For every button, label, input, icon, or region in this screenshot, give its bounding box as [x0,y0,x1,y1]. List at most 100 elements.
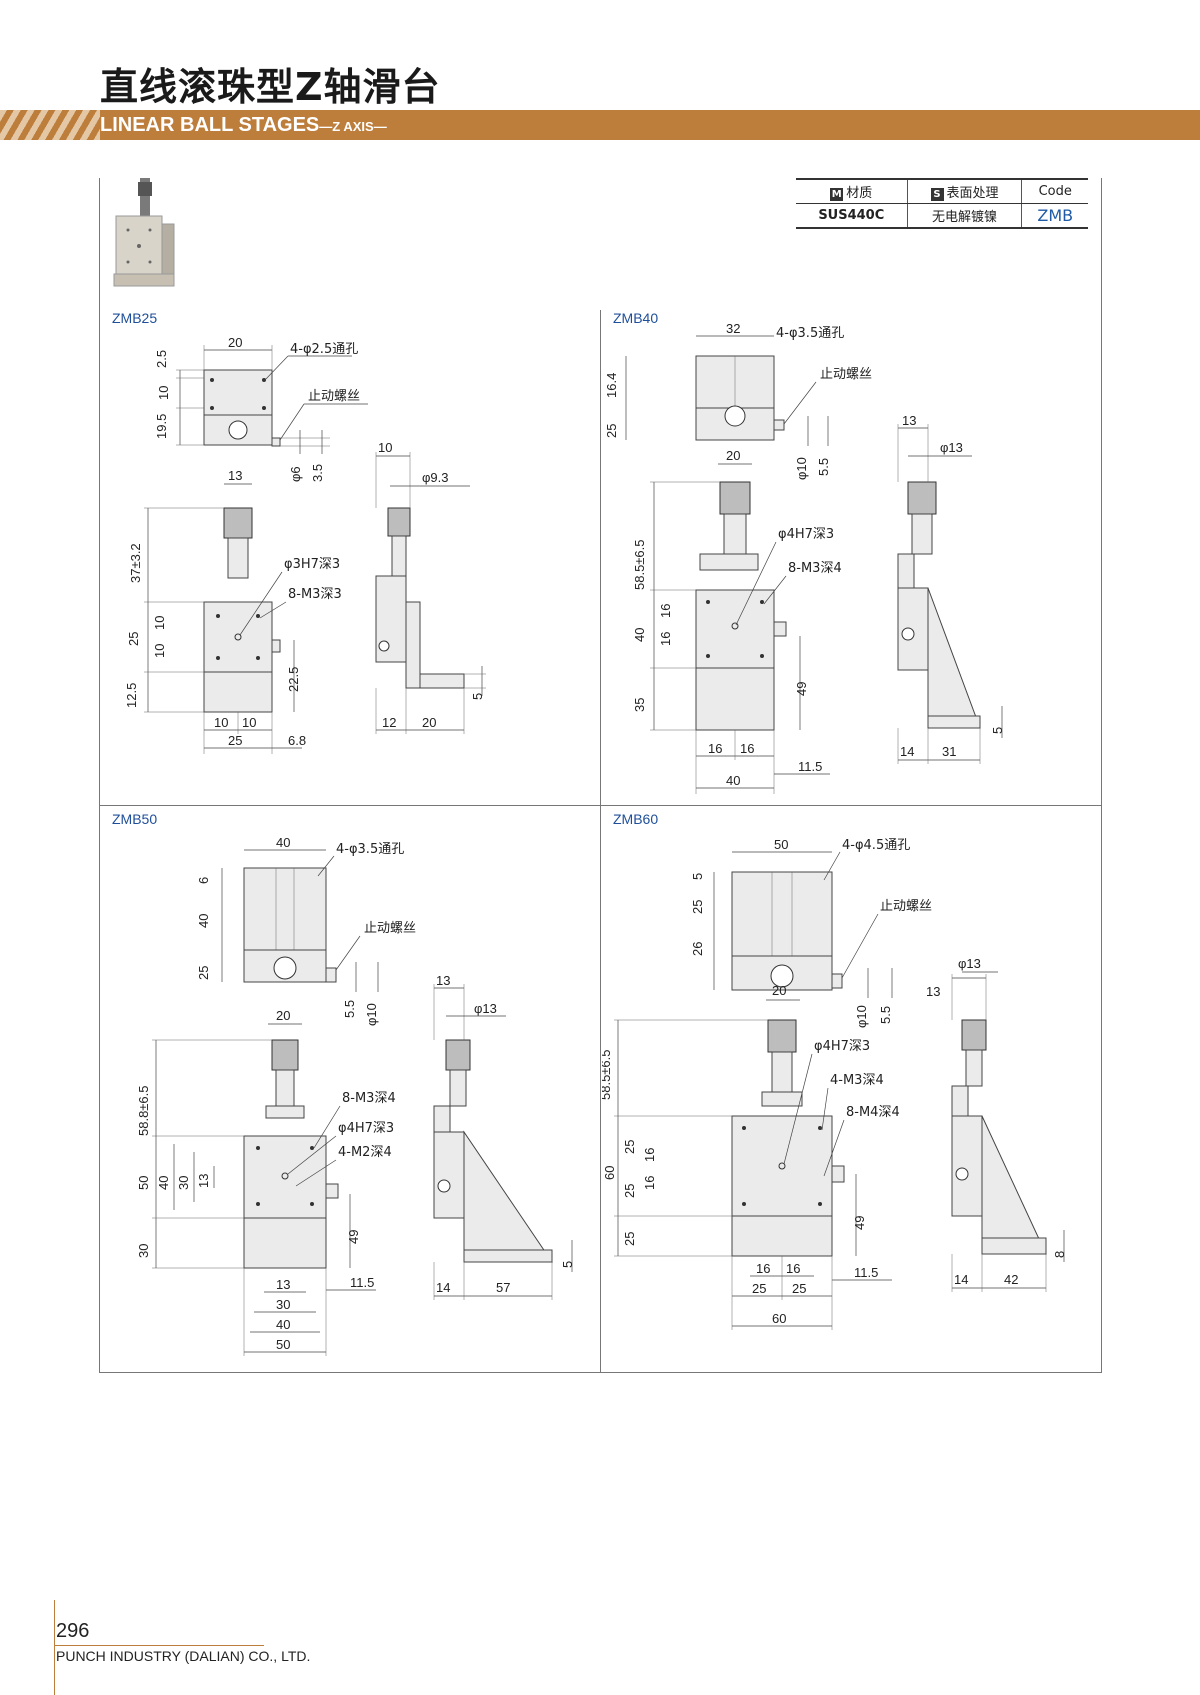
zmb60-dim-2: 25 [690,900,705,914]
model-label-zmb40: ZMB40 [613,310,659,326]
zmb60-dim-18: 16 [786,1261,800,1276]
spec-material: SUS440C [796,203,908,229]
zmb60-tap2: 8-M4深4 [846,1105,900,1120]
banner-stripes [0,110,100,140]
zmb50-dim-3: 25 [196,966,211,980]
spec-header-surface-label: 表面处理 [946,186,999,201]
spec-header-code: Code [1021,178,1088,204]
zmb50-dim-2: 40 [196,914,211,928]
zmb25-dim-18: 6.8 [288,733,306,748]
spec-header-material-label: 材质 [846,186,873,201]
zmb50-dim-11: 40 [156,1176,171,1190]
zmb25-dim-8: 13 [228,468,242,483]
page-title: 直线滚珠型Z轴滑台 [100,65,441,109]
zmb60-dim-8: 20 [772,983,786,998]
zmb50-dim-12: 30 [176,1176,191,1190]
zmb50-dim-22: 14 [436,1280,450,1295]
zmb40-hole-note: 4-φ3.5通孔 [776,326,844,341]
zmb25-dim-4: φ6 [288,466,303,482]
zmb40-dim-9: 40 [632,628,647,642]
badge-m-icon: M [830,188,844,201]
zmb60-hole2: φ4H7深3 [814,1039,870,1054]
zmb25-dim-20: 12 [382,715,396,730]
footer-hline [54,1645,264,1646]
zmb60-dim-3: 26 [690,942,705,956]
drawing-zmb50: 40 4-φ3.5通孔 止动螺丝 6 40 25 5.5 φ10 20 8-M3… [136,835,575,1356]
product-photo [113,178,175,287]
zmb60-dim-23: 8 [1052,1251,1067,1258]
frame-divider [99,805,1102,806]
zmb40-dim-12: 35 [632,698,647,712]
model-label-zmb25: ZMB25 [112,310,158,326]
banner-title-sub: —Z AXIS— [319,119,387,134]
zmb50-dim-0: 40 [276,835,290,850]
zmb50-dim-19: 40 [276,1317,290,1332]
zmb25-dim-17: 25 [228,733,242,748]
zmb25-dim-15: 10 [214,715,228,730]
zmb60-dim-13: 16 [642,1176,657,1190]
zmb50-micrometer-knob-icon [271,1039,299,1071]
zmb40-dim-4: 5.5 [816,458,831,476]
zmb60-dim-11: 25 [622,1140,637,1154]
spec-code: ZMB [1021,203,1088,229]
zmb40-dim-8: 58.5±6.5 [632,539,647,590]
zmb50-dim-9: 58.8±6.5 [136,1085,151,1136]
zmb25-side-micrometer-icon [387,507,411,537]
zmb60-dim-21: 25 [792,1281,806,1296]
zmb50-dim-7: φ13 [474,1001,497,1016]
zmb25-dim-7: φ9.3 [422,470,449,485]
zmb50-dim-18: 30 [276,1297,290,1312]
zmb40-dim-2: 25 [604,424,619,438]
zmb25-dim-11: 10 [152,616,167,630]
zmb60-dim-20: 25 [752,1281,766,1296]
company-name: PUNCH INDUSTRY (DALIAN) CO., LTD. [56,1648,311,1664]
zmb40-tap: 8-M3深4 [788,561,842,576]
zmb25-dim-3: 19.5 [154,414,169,439]
frame-middle [600,310,601,1372]
zmb25-dim-2: 10 [156,386,171,400]
zmb60-screw-note: 止动螺丝 [880,899,932,914]
zmb25-dim-19: 5 [470,693,485,700]
zmb40-dim-18: 5 [990,727,1005,734]
drawing-zmb60: 50 4-φ4.5通孔 止动螺丝 5 25 26 φ10 5.5 20 φ4H7… [602,837,1067,1330]
zmb25-dim-6: 10 [378,440,392,455]
zmb50-dim-21: 5 [560,1261,575,1268]
footer-vline [54,1600,55,1695]
zmb40-dim-13: 49 [794,682,809,696]
zmb40-side-micrometer-icon [907,481,937,515]
zmb40-dim-14: 16 [708,741,722,756]
zmb60-dim-15: 25 [622,1232,637,1246]
badge-s-icon: S [930,188,944,201]
zmb60-top-body [731,871,833,957]
zmb50-side-micrometer-icon [445,1039,471,1071]
zmb60-dim-6: φ13 [958,956,981,971]
zmb50-dim-6: 13 [436,973,450,988]
zmb40-dim-3: φ10 [794,457,809,480]
banner-title-main: LINEAR BALL STAGES [100,114,320,136]
zmb50-hole2: φ4H7深3 [338,1121,394,1136]
zmb50-dim-17: 13 [276,1277,290,1292]
zmb50-dim-16: 11.5 [350,1275,374,1290]
zmb60-dim-0: 50 [774,837,788,852]
zmb60-dim-22: 60 [772,1311,786,1326]
zmb60-side-micrometer-icon [961,1019,987,1051]
zmb50-dim-13: 13 [196,1174,211,1188]
zmb60-dim-19: 11.5 [854,1265,878,1280]
zmb25-front-table [203,601,273,673]
model-label-zmb50: ZMB50 [112,811,158,827]
zmb60-dim-9: 58.5±6.5 [602,1049,613,1100]
zmb40-dim-10: 16 [658,604,673,618]
zmb25-top-knob-icon [228,420,248,440]
zmb50-top-body [243,867,327,951]
zmb25-dim-1: 2.5 [154,350,169,368]
zmb50-hole-note: 4-φ3.5通孔 [336,842,404,857]
zmb60-dim-24: 14 [954,1272,968,1287]
zmb60-dim-17: 16 [756,1261,770,1276]
zmb40-screw-note: 止动螺丝 [820,367,872,382]
zmb50-screw-note: 止动螺丝 [364,921,416,936]
title-banner: LINEAR BALL STAGES—Z AXIS— [0,110,1200,140]
zmb60-tap1: 4-M3深4 [830,1073,884,1088]
zmb40-micrometer-knob-icon [719,481,751,515]
zmb25-dim-0: 20 [228,335,242,350]
